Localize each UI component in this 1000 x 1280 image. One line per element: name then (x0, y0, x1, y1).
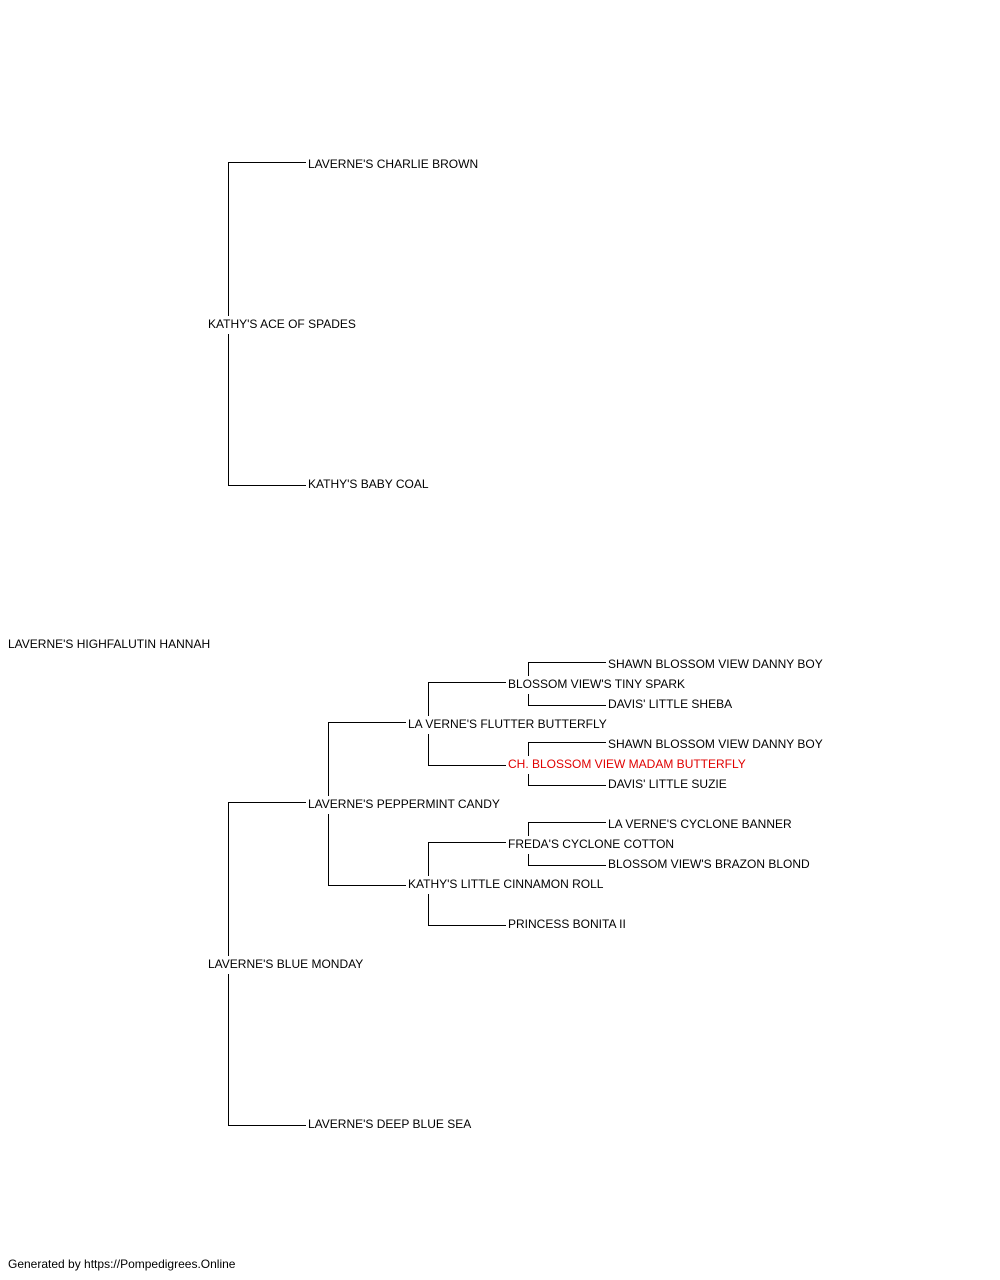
dam-sire-dam-name: KATHY'S LITTLE CINNAMON ROLL (408, 877, 604, 891)
gen5-name-sheba: DAVIS' LITTLE SHEBA (608, 697, 733, 711)
gen4-name-madam-butterfly: CH. BLOSSOM VIEW MADAM BUTTERFLY (508, 757, 746, 771)
sire-name: KATHY'S ACE OF SPADES (208, 317, 356, 331)
sire-dam-name: KATHY'S BABY COAL (308, 477, 429, 491)
gen5-name-suzie: DAVIS' LITTLE SUZIE (608, 777, 727, 791)
gen4-name-cyclone-cotton: FREDA'S CYCLONE COTTON (508, 837, 675, 851)
gen5-name-cyclone-banner: LA VERNE'S CYCLONE BANNER (608, 817, 792, 831)
gen5-name-danny-boy-1: SHAWN BLOSSOM VIEW DANNY BOY (608, 657, 823, 671)
subject-name: LAVERNE'S HIGHFALUTIN HANNAH (8, 637, 211, 651)
dam-dam-name: LAVERNE'S DEEP BLUE SEA (308, 1117, 472, 1131)
dam-sire-name: LAVERNE'S PEPPERMINT CANDY (308, 797, 500, 811)
gen5-name-brazon-blond: BLOSSOM VIEW'S BRAZON BLOND (608, 857, 810, 871)
sire-sire-name: LAVERNE'S CHARLIE BROWN (308, 157, 479, 171)
gen4-name-bonita: PRINCESS BONITA II (508, 917, 626, 931)
gen4-name-tiny-spark: BLOSSOM VIEW'S TINY SPARK (508, 677, 686, 691)
generated-by-footer: Generated by https://Pompedigrees.Online (8, 1257, 236, 1271)
dam-name: LAVERNE'S BLUE MONDAY (208, 957, 364, 971)
dam-sire-sire-name: LA VERNE'S FLUTTER BUTTERFLY (408, 717, 607, 731)
gen5-name-danny-boy-2: SHAWN BLOSSOM VIEW DANNY BOY (608, 737, 823, 751)
